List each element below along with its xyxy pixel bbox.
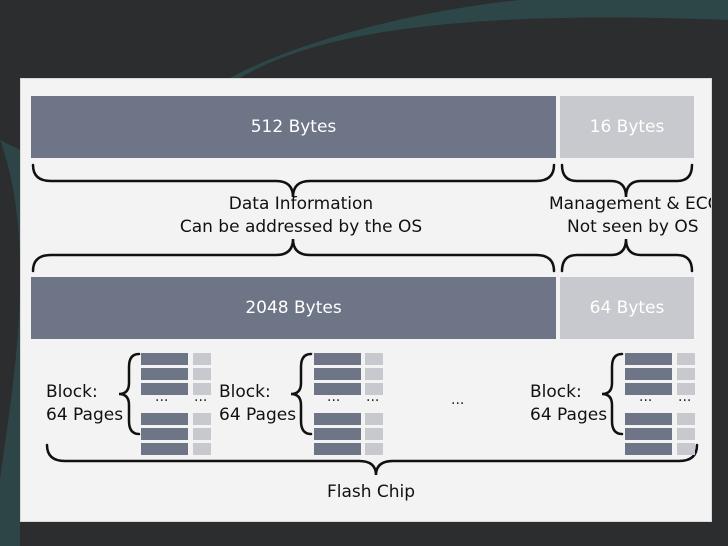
spare-area-16-label: 16 Bytes <box>589 117 665 137</box>
block-3-ellipsis-spare: ... <box>678 389 692 405</box>
brace-block-1 <box>118 352 141 436</box>
block-1-ellipsis-data: ... <box>155 389 169 405</box>
block-3-pages <box>625 353 695 455</box>
block-3-label: Block: 64 Pages <box>530 381 607 427</box>
brace-spare-bottom <box>560 238 694 273</box>
block-2-ellipsis-data: ... <box>327 389 341 405</box>
block-1-ellipsis-spare: ... <box>194 389 208 405</box>
block-2-line2: 64 Pages <box>219 405 297 425</box>
data-area-512-bar: 512 Bytes <box>31 96 556 158</box>
spare-area-16-bar: 16 Bytes <box>560 96 694 158</box>
brace-flash-chip <box>45 443 699 476</box>
block-1-pages <box>141 353 211 455</box>
block-1-line2: 64 Pages <box>46 405 124 425</box>
block-2-ellipsis-spare: ... <box>366 389 380 405</box>
management-ecc-label: Management & ECC Not seen by OS <box>549 193 712 239</box>
brace-block-3 <box>601 352 624 436</box>
brace-data-bottom <box>31 238 556 273</box>
braces-layer <box>31 163 699 476</box>
data-information-label: Data Information Can be addressed by the… <box>151 193 451 239</box>
brace-spare-top <box>560 163 694 198</box>
block-1-label: Block: 64 Pages <box>46 381 123 427</box>
block-3-ellipsis-data: ... <box>639 389 653 405</box>
management-ecc-line1: Management & ECC <box>549 194 712 214</box>
spare-area-64-bar: 64 Bytes <box>560 277 694 339</box>
block-2-line1: Block: <box>219 382 271 402</box>
diagram-panel: 512 Bytes 16 Bytes <box>20 78 712 522</box>
data-area-2048-label: 2048 Bytes <box>245 298 342 318</box>
block-2-pages <box>314 353 383 455</box>
brace-data-top <box>31 163 556 198</box>
flash-chip-label: Flash Chip <box>326 482 416 502</box>
data-area-2048-bar: 2048 Bytes <box>31 277 556 339</box>
spare-area-64-label: 64 Bytes <box>589 298 665 318</box>
data-area-512-label: 512 Bytes <box>250 117 337 137</box>
management-ecc-line2: Not seen by OS <box>567 217 699 237</box>
block-1-line1: Block: <box>46 382 98 402</box>
data-information-line2: Can be addressed by the OS <box>179 217 423 237</box>
between-blocks-ellipsis: ... <box>451 392 465 408</box>
block-3-line1: Block: <box>530 382 582 402</box>
block-2-label: Block: 64 Pages <box>219 381 296 427</box>
block-3-line2: 64 Pages <box>530 405 608 425</box>
brace-block-2 <box>290 352 313 436</box>
data-information-line1: Data Information <box>228 194 374 214</box>
